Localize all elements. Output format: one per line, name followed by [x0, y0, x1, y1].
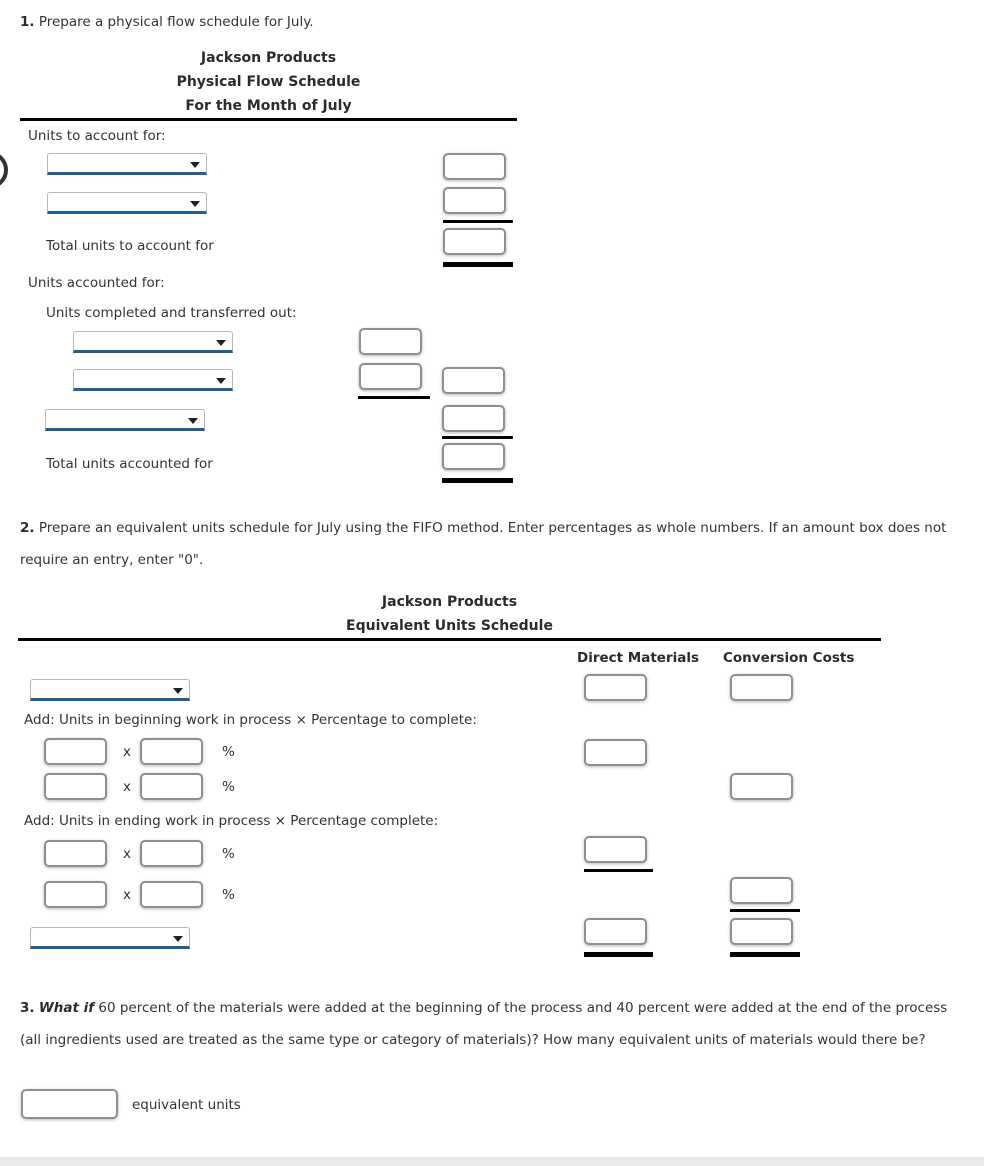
bwip-conversion-units-input[interactable]: [44, 773, 107, 800]
percent-label: %: [222, 779, 235, 795]
q3-answer-input[interactable]: [21, 1089, 118, 1119]
total-rule: [443, 262, 513, 267]
q1-line2-amount-input[interactable]: [443, 187, 506, 214]
q2-total-dm-input[interactable]: [584, 918, 647, 945]
q1-total-to-account-input[interactable]: [443, 228, 506, 255]
single-rule: [358, 396, 430, 399]
conversion-costs-header: Conversion Costs: [723, 650, 855, 666]
percent-label: %: [222, 744, 235, 760]
schedule-name: Physical Flow Schedule: [176, 74, 361, 90]
q1-number: 1.: [20, 14, 35, 30]
bwip-materials-eu-input[interactable]: [584, 739, 647, 766]
bwip-conversion-pct-input[interactable]: [140, 773, 203, 800]
ewip-conversion-eu-input[interactable]: [730, 877, 793, 904]
times-label: x: [123, 846, 131, 862]
bwip-conversion-eu-input[interactable]: [730, 773, 793, 800]
q1-ewip-select[interactable]: [45, 409, 205, 431]
q1-schedule-title: Jackson Products Physical Flow Schedule …: [20, 46, 517, 121]
ewip-conversion-units-input[interactable]: [44, 881, 107, 908]
company-name: Jackson Products: [200, 50, 337, 66]
ewip-materials-eu-input[interactable]: [584, 836, 647, 863]
chevron-down-icon: [173, 936, 183, 942]
schedule-name: Equivalent Units Schedule: [346, 618, 553, 634]
q2-row1-cc-input[interactable]: [730, 674, 793, 701]
chevron-down-icon: [216, 340, 226, 346]
q1-completed-select-1[interactable]: [73, 331, 233, 353]
chevron-down-icon: [190, 162, 200, 168]
percent-label: %: [222, 887, 235, 903]
total-rule: [442, 478, 513, 483]
single-rule: [443, 220, 513, 223]
total-rule: [584, 952, 653, 957]
times-label: x: [123, 744, 131, 760]
completed-transferred-label: Units completed and transferred out:: [46, 305, 297, 321]
direct-materials-header: Direct Materials: [577, 650, 700, 666]
beginning-wip-label: Add: Units in beginning work in process …: [24, 712, 477, 728]
single-rule: [730, 909, 800, 912]
single-rule: [584, 869, 653, 872]
bwip-materials-units-input[interactable]: [44, 738, 107, 765]
q3-number: 3.: [20, 1000, 35, 1016]
ewip-materials-units-input[interactable]: [44, 840, 107, 867]
q1-units-select-1[interactable]: [47, 153, 207, 175]
q3-prompt: 3. What if 60 percent of the materials w…: [20, 1000, 948, 1048]
chevron-down-icon: [216, 378, 226, 384]
chevron-down-icon: [188, 418, 198, 424]
q1-units-select-2[interactable]: [47, 192, 207, 214]
completed-line2-units-input[interactable]: [359, 363, 422, 390]
times-label: x: [123, 779, 131, 795]
clipped-circle-decoration: [0, 151, 8, 189]
q1-prompt: 1. Prepare a physical flow schedule for …: [20, 14, 314, 30]
times-label: x: [123, 887, 131, 903]
q2-total-select[interactable]: [30, 927, 190, 949]
q1-line1-amount-input[interactable]: [443, 153, 506, 180]
footer-divider-bar: [0, 1157, 984, 1166]
q2-prompt: 2. Prepare an equivalent units schedule …: [20, 520, 947, 568]
q2-completed-select[interactable]: [30, 679, 190, 701]
total-accounted-input[interactable]: [442, 443, 505, 470]
q1-completed-select-2[interactable]: [73, 369, 233, 391]
units-to-account-label: Units to account for:: [28, 128, 166, 144]
bwip-materials-pct-input[interactable]: [140, 738, 203, 765]
total-accounted-label: Total units accounted for: [46, 456, 213, 472]
schedule-period: For the Month of July: [185, 98, 352, 114]
q2-schedule-title: Jackson Products Equivalent Units Schedu…: [18, 590, 881, 641]
q2-total-cc-input[interactable]: [730, 918, 793, 945]
single-rule: [442, 436, 513, 439]
company-name: Jackson Products: [381, 594, 518, 610]
q3-what-if-emphasis: What if: [38, 1000, 95, 1016]
equivalent-units-label: equivalent units: [132, 1097, 241, 1113]
chevron-down-icon: [173, 688, 183, 694]
q2-row1-dm-input[interactable]: [584, 674, 647, 701]
q2-number: 2.: [20, 520, 35, 536]
ewip-conversion-pct-input[interactable]: [140, 881, 203, 908]
completed-line1-units-input[interactable]: [359, 328, 422, 355]
units-accounted-label: Units accounted for:: [28, 275, 165, 291]
completed-total-units-input[interactable]: [442, 367, 505, 394]
ewip-units-input[interactable]: [442, 405, 505, 432]
ending-wip-label: Add: Units in ending work in process × P…: [24, 813, 439, 829]
total-rule: [730, 952, 800, 957]
chevron-down-icon: [190, 201, 200, 207]
percent-label: %: [222, 846, 235, 862]
ewip-materials-pct-input[interactable]: [140, 840, 203, 867]
total-to-account-label: Total units to account for: [46, 238, 214, 254]
